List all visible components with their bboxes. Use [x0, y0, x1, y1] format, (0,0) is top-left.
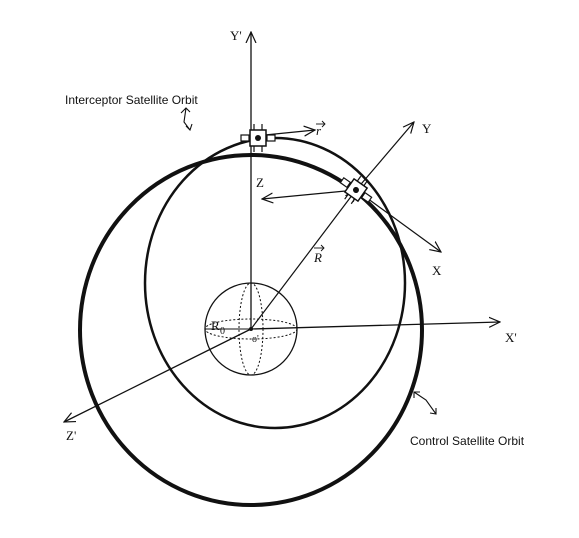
svg-text:R: R	[313, 250, 322, 265]
svg-text:0: 0	[220, 326, 225, 337]
label-control-orbit: Control Satellite Orbit	[410, 434, 525, 448]
axis-z-prime	[64, 328, 252, 422]
interceptor-satellite	[240, 124, 276, 152]
label-axis-x: X	[432, 263, 442, 278]
label-axis-y: Y	[422, 121, 432, 136]
label-earth-radius: R 0	[211, 318, 225, 337]
interceptor-orbit-pointer	[180, 107, 193, 132]
axis-x-prime	[250, 322, 500, 330]
label-axis-z-prime: Z'	[66, 428, 76, 443]
svg-text:r: r	[316, 123, 322, 138]
axis-z-relative	[262, 189, 357, 199]
label-vector-R-big: R	[313, 244, 325, 265]
label-axis-z: Z	[256, 175, 264, 190]
control-orbit-pointer	[413, 391, 437, 415]
label-axis-y-prime: Y'	[230, 28, 242, 43]
control-satellite	[339, 175, 373, 205]
interceptor-satellite-orbit	[143, 136, 407, 430]
vector-R-big	[250, 190, 356, 330]
label-axis-x-prime: X'	[505, 330, 517, 345]
label-vector-r-small: r	[316, 120, 326, 138]
vector-r-small	[264, 130, 315, 135]
label-interceptor-orbit: Interceptor Satellite Orbit	[65, 93, 198, 107]
axis-y-relative	[355, 122, 414, 191]
label-origin: o'	[252, 334, 259, 345]
svg-text:R: R	[211, 318, 220, 333]
